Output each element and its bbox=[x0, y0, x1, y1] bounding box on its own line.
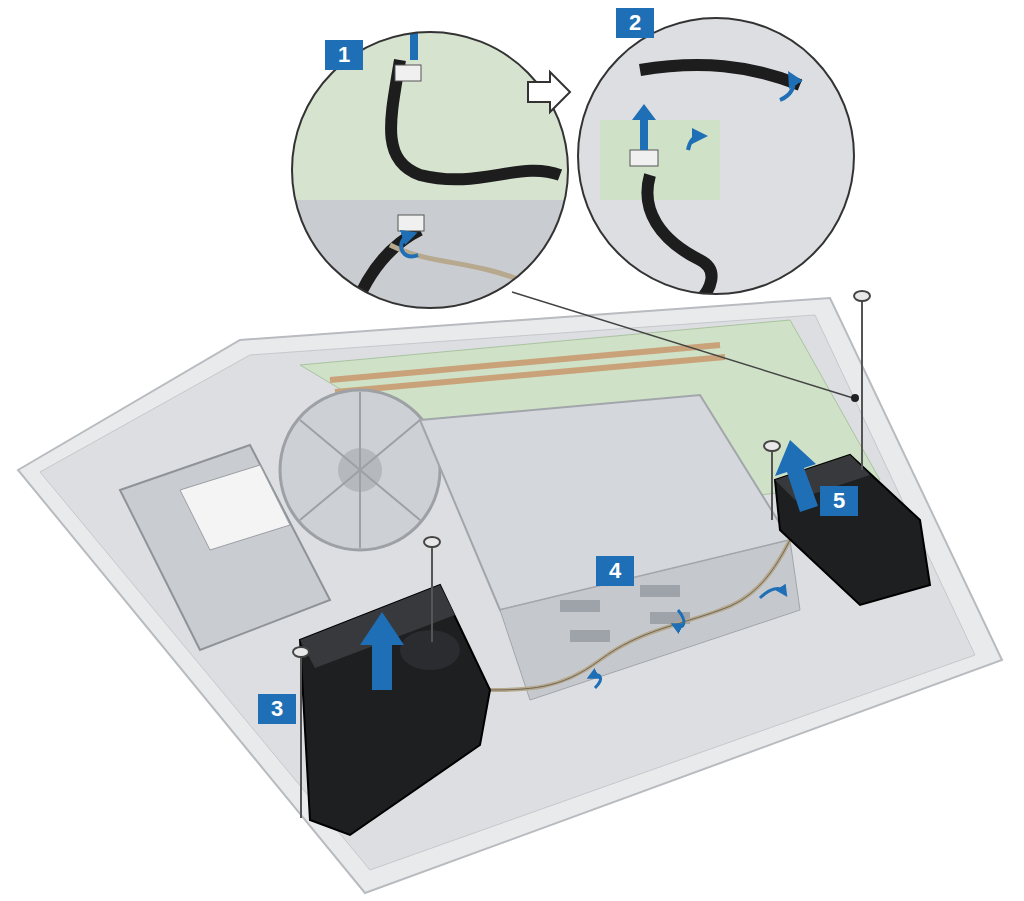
callout-number: 2 bbox=[616, 8, 654, 38]
callout-number: 4 bbox=[596, 556, 634, 586]
callout-number: 5 bbox=[820, 486, 858, 516]
callout-number: 3 bbox=[258, 694, 296, 724]
callout-number: 1 bbox=[325, 40, 363, 70]
